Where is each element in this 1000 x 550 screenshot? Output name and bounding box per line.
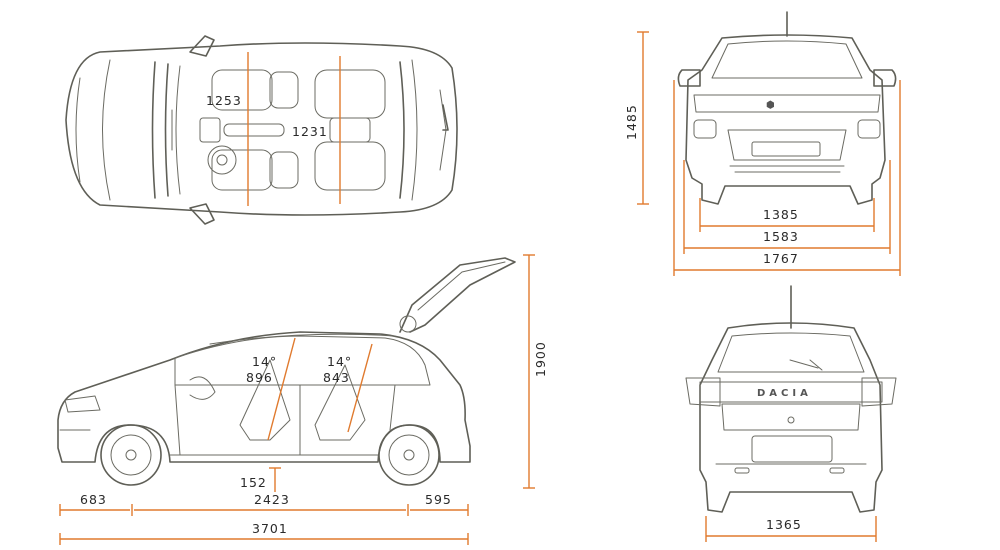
- rear-overhang-label: 595: [425, 492, 452, 507]
- rear-brand-logo: DACIA: [757, 388, 812, 399]
- tailgate-height-label: 1900: [533, 341, 548, 377]
- front-overhang-label: 683: [80, 492, 107, 507]
- side-view-dimensions: [59, 254, 535, 545]
- front-view-car: ⬢: [677, 11, 897, 205]
- rear-track-label: 1365: [766, 517, 802, 532]
- ground-clearance-label: 152: [240, 475, 267, 490]
- body-width-label: 1583: [763, 229, 799, 244]
- front-headroom-line: [267, 337, 296, 441]
- rear-view-car: [685, 285, 897, 513]
- wheelbase-label: 2423: [254, 492, 290, 507]
- rear-headroom-line: [347, 343, 373, 433]
- front-seat-angle: 14°: [252, 354, 277, 369]
- overall-length-label: 3701: [252, 521, 288, 536]
- rear-shoulder-label: 1231: [292, 124, 328, 139]
- rear-view-dimensions: [705, 516, 877, 542]
- overall-height-label: 1485: [624, 104, 639, 140]
- front-track-label: 1385: [763, 207, 799, 222]
- rear-headroom-label: 843: [323, 370, 350, 385]
- front-view-dimensions: [637, 31, 901, 276]
- front-headroom-label: 896: [246, 370, 273, 385]
- width-mirrors-label: 1767: [763, 251, 799, 266]
- top-view-dimensions: [247, 52, 341, 206]
- rear-seat-angle: 14°: [327, 354, 352, 369]
- front-logo: ⬢: [766, 100, 779, 111]
- front-shoulder-label: 1253: [206, 93, 242, 108]
- side-view-car: [57, 257, 516, 486]
- top-view-car: [65, 35, 458, 225]
